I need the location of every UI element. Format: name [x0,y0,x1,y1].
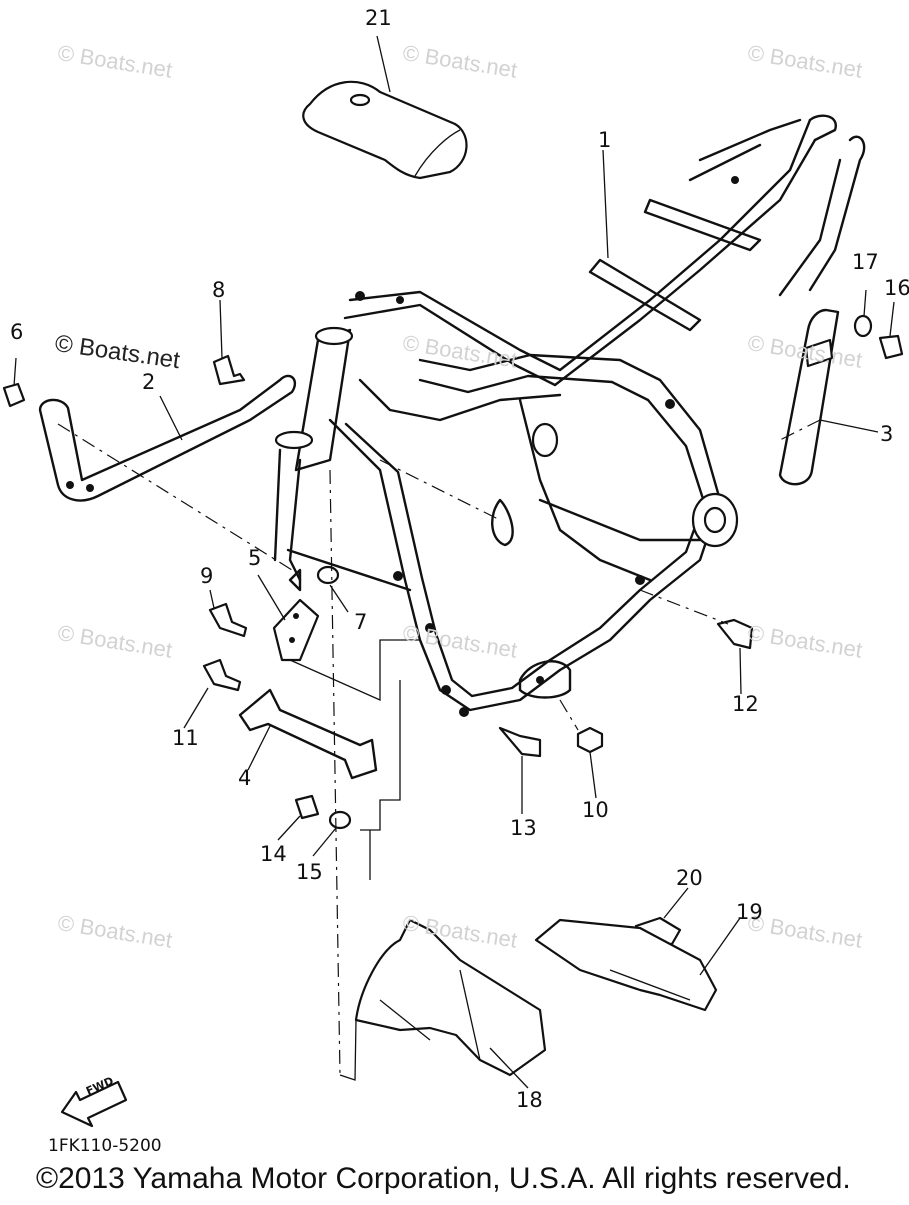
part-4-bracket [238,688,378,780]
part-number-13: 13 [510,816,537,840]
part-number-20: 20 [676,866,703,890]
part-number-5: 5 [248,546,262,570]
part-number-8: 8 [212,278,226,302]
part-number-4: 4 [238,766,252,790]
fasteners [2,314,904,946]
part-19-cover [534,918,718,1012]
part-1-frame [273,114,866,717]
part-5-plate [272,598,320,662]
part-number-14: 14 [260,842,287,866]
part-number-17: 17 [852,250,879,274]
part-3-bar [778,308,840,486]
part-number-16: 16 [884,276,909,300]
part-number-10: 10 [582,798,609,822]
part-number-11: 11 [172,726,199,750]
part-18-cover [354,918,547,1077]
alignment-lines [57,419,821,1081]
part-number-15: 15 [296,860,323,884]
diagram-code: 1FK110-5200 [48,1136,162,1156]
part-number-21: 21 [365,6,392,30]
part-number-18: 18 [516,1088,543,1112]
part-number-2: 2 [142,370,156,394]
part-2-bar [38,374,297,502]
part-number-9: 9 [200,564,214,588]
part-number-7: 7 [354,610,368,634]
part-number-1: 1 [598,128,612,152]
part-number-6: 6 [10,320,24,344]
fwd-arrow-icon [60,1080,128,1128]
copyright-notice: ©2013 Yamaha Motor Corporation, U.S.A. A… [36,1162,851,1195]
part-21-pad [302,80,468,180]
part-number-12: 12 [732,692,759,716]
leader-lines [13,35,895,1089]
part-number-19: 19 [736,900,763,924]
part-number-3: 3 [880,422,894,446]
